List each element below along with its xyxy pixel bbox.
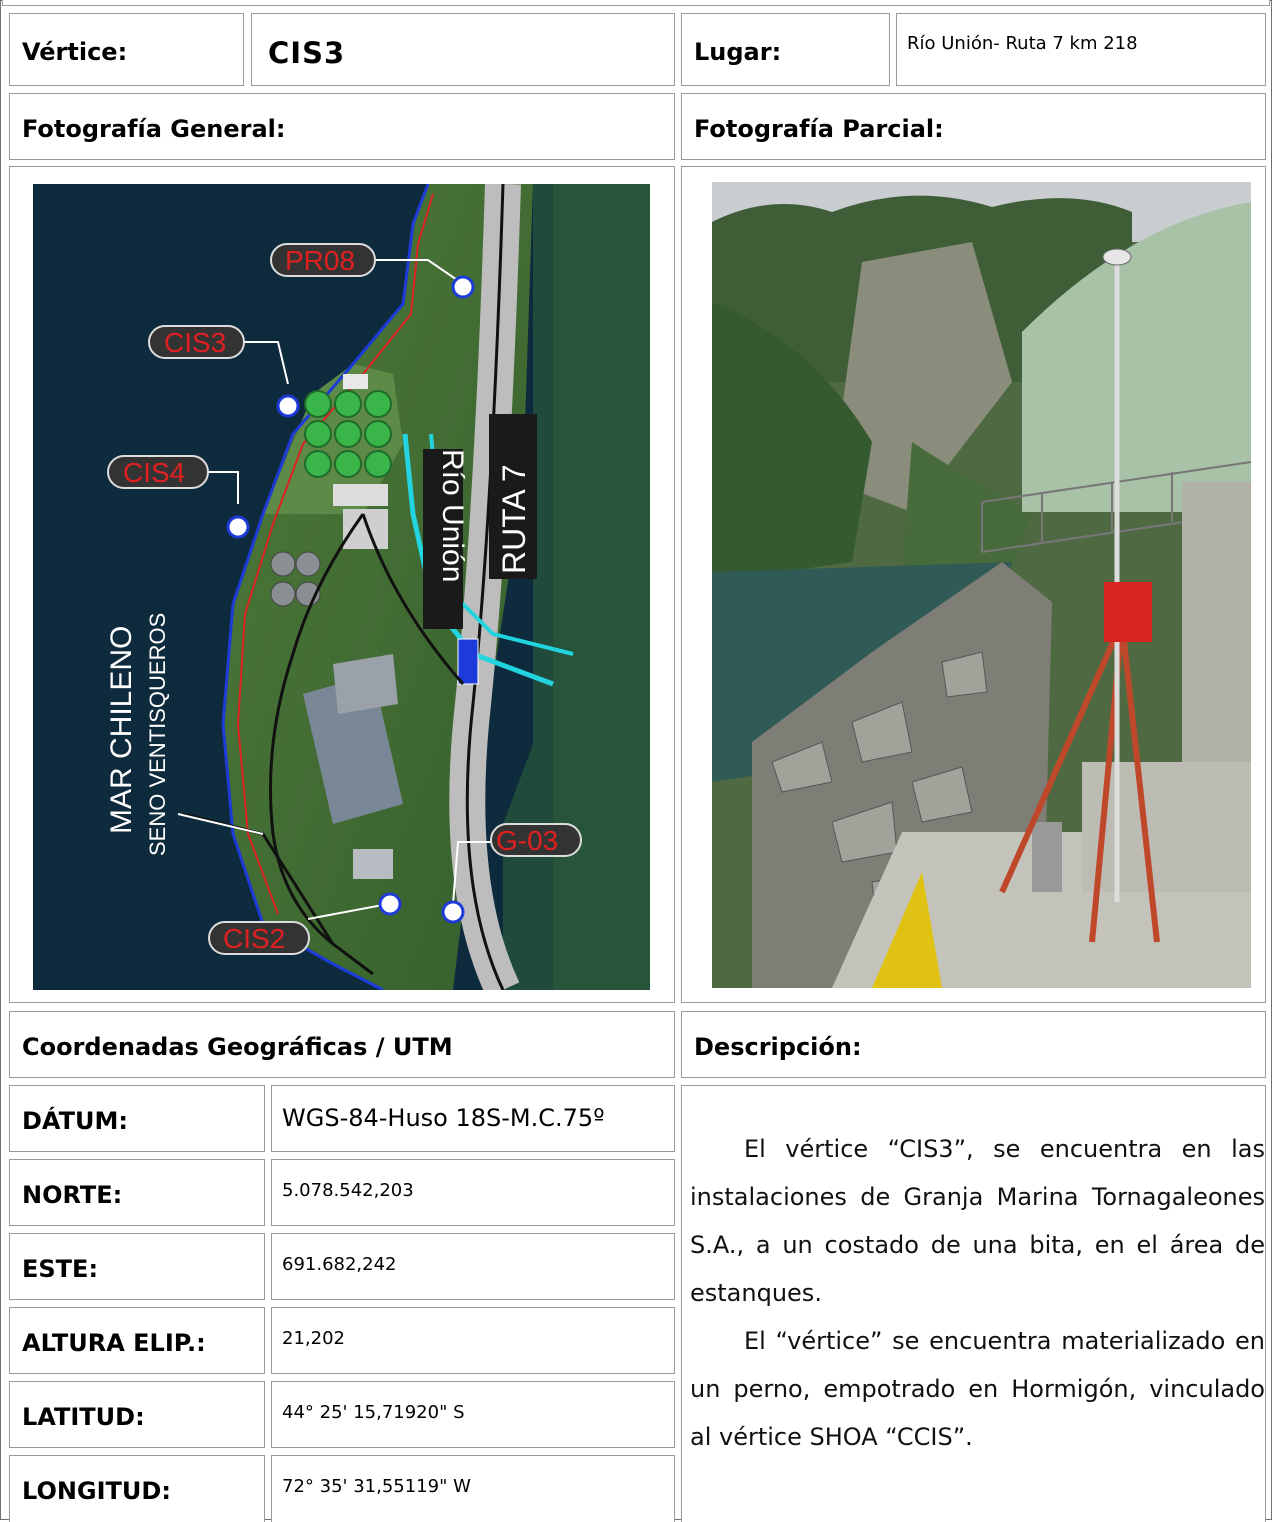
- pr08-label: PR08: [285, 245, 355, 276]
- coord-value-cell: 44° 25' 15,71920" S: [271, 1381, 675, 1448]
- foto-parcial-label: Fotografía Parcial:: [694, 115, 944, 143]
- coord-value: 44° 25' 15,71920" S: [282, 1402, 465, 1423]
- coord-label-cell: ESTE:: [9, 1233, 265, 1300]
- top-strip: [2, 0, 1270, 6]
- coord-label: LATITUD:: [22, 1403, 145, 1431]
- g03-label: G-03: [496, 825, 558, 856]
- mar-chileno-label: MAR CHILENO: [105, 626, 138, 834]
- partial-photo-image: [712, 182, 1251, 988]
- coord-value-cell: 691.682,242: [271, 1233, 675, 1300]
- coord-label: LONGITUD:: [22, 1477, 171, 1505]
- coord-value-cell: 21,202: [271, 1307, 675, 1374]
- coord-value: 21,202: [282, 1328, 345, 1349]
- ruta7-label: RUTA 7: [496, 464, 532, 574]
- vertice-value: CIS3: [268, 36, 346, 70]
- coord-label-cell: DÁTUM:: [9, 1085, 265, 1152]
- coord-label: NORTE:: [22, 1181, 123, 1209]
- lugar-label: Lugar:: [694, 38, 782, 66]
- cis2-label: CIS2: [223, 923, 285, 954]
- coord-value-cell: 5.078.542,203: [271, 1159, 675, 1226]
- coord-value: 691.682,242: [282, 1254, 397, 1275]
- coord-label-cell: NORTE:: [9, 1159, 265, 1226]
- coord-label: ALTURA ELIP.:: [22, 1329, 206, 1357]
- description-cell: [681, 1085, 1266, 1522]
- foto-general-label: Fotografía General:: [22, 115, 286, 143]
- coord-value: WGS-84-Huso 18S-M.C.75º: [282, 1104, 605, 1132]
- coord-label-cell: ALTURA ELIP.:: [9, 1307, 265, 1374]
- foto-parcial-header: Fotografía Parcial:: [681, 93, 1266, 160]
- coord-label: ESTE:: [22, 1255, 99, 1283]
- coord-value-cell: WGS-84-Huso 18S-M.C.75º: [271, 1085, 675, 1152]
- coords-header: Coordenadas Geográficas / UTM: [9, 1011, 675, 1078]
- coord-label-cell: LONGITUD:: [9, 1455, 265, 1522]
- coord-label-cell: LATITUD:: [9, 1381, 265, 1448]
- cis4-label: CIS4: [123, 457, 185, 488]
- cis3-label: CIS3: [164, 327, 226, 358]
- coord-label: DÁTUM:: [22, 1107, 128, 1135]
- lugar-value: Río Unión- Ruta 7 km 218: [907, 33, 1138, 54]
- lugar-value-cell: Río Unión- Ruta 7 km 218: [896, 13, 1266, 86]
- descripcion-title: Descripción:: [694, 1033, 862, 1061]
- coords-title: Coordenadas Geográficas / UTM: [22, 1033, 453, 1061]
- lugar-label-cell: Lugar:: [681, 13, 890, 86]
- description-paragraph-2: El “vértice” se encuentra materializado …: [690, 1327, 1265, 1451]
- vertice-label: Vértice:: [22, 38, 128, 66]
- coord-value: 72° 35' 31,55119" W: [282, 1476, 471, 1497]
- description-paragraph-1: El vértice “CIS3”, se encuentra en las i…: [690, 1135, 1265, 1307]
- general-photo-cell: Río Unión RUTA 7 MAR CHILENO SENO VENTIS…: [9, 166, 675, 1003]
- vertice-value-cell: CIS3: [251, 13, 675, 86]
- seno-ventisqueros-label: SENO VENTISQUEROS: [145, 613, 170, 856]
- descripcion-header: Descripción:: [681, 1011, 1266, 1078]
- foto-general-header: Fotografía General:: [9, 93, 675, 160]
- partial-photo-cell: [681, 166, 1266, 1003]
- coord-value: 5.078.542,203: [282, 1180, 414, 1201]
- description-text: El vértice “CIS3”, se encuentra en las i…: [690, 1125, 1265, 1461]
- aerial-map-image: Río Unión RUTA 7 MAR CHILENO SENO VENTIS…: [33, 184, 650, 990]
- vertice-label-cell: Vértice:: [9, 13, 244, 86]
- rio-union-label: Río Unión: [436, 449, 469, 582]
- coord-value-cell: 72° 35' 31,55119" W: [271, 1455, 675, 1522]
